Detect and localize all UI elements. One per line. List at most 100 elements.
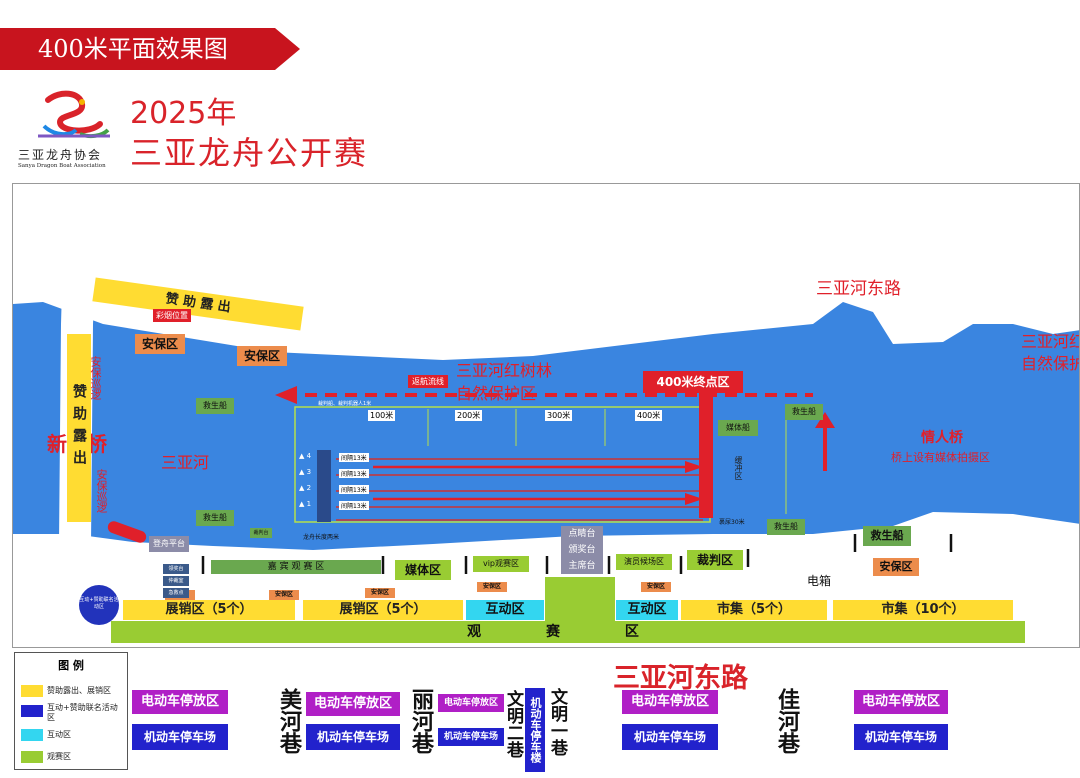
lane-width-2: 间隔13米 <box>339 469 369 478</box>
m-parking-2: 机动车停车场 <box>306 724 400 750</box>
power-box: 电箱 <box>807 574 832 588</box>
mangrove-label-2: 自然保护区 <box>456 384 537 403</box>
stage-item-1: 点睛台 <box>568 529 596 539</box>
road-label-east: 三亚河东路 <box>816 279 901 299</box>
security-zone-3: 安保区 <box>873 558 919 576</box>
bridge-right-note: 桥上设有媒体拍摄区 <box>891 451 990 464</box>
river-label: 三亚河 <box>161 453 210 472</box>
buffer-label: 缓冲区 <box>734 456 743 480</box>
dragon-logo-icon <box>38 90 110 139</box>
map-legend: 图 例 赞助露出、展销区 互动+赞助联名活动区 互动区 观赛区 <box>14 652 128 770</box>
lane-4: ▲ 4 <box>299 452 312 460</box>
lane-lihe: 丽河巷 <box>408 688 433 754</box>
legend-swatch-yellow <box>21 685 43 697</box>
interact-zone-1: 互动区 <box>466 600 544 620</box>
security-mini-3: 安保区 <box>365 588 395 598</box>
boarding-platform: 登舟平台 <box>149 536 189 552</box>
e-parking-4: 电动车停放区 <box>622 690 718 714</box>
map-base <box>13 184 1079 647</box>
security-patrol-2: 安保巡逻 <box>95 469 108 513</box>
market-zone-2: 市集（10个） <box>833 600 1013 620</box>
m-parking-building: 机动车停车楼 <box>525 688 545 772</box>
rescue-boat-2: 救生船 <box>196 510 234 526</box>
vip-area: vip观赛区 <box>473 556 529 572</box>
reviewing-stand: 嘉 宾 观 赛 区 <box>211 560 381 574</box>
lane-wenming-1: 文明一巷 <box>547 688 567 756</box>
sponsor-left: 赞助露出 <box>67 334 91 522</box>
e-parking-5: 电动车停放区 <box>854 690 948 714</box>
legend-swatch-cyan <box>21 729 43 741</box>
media-boat: 媒体船 <box>718 420 758 436</box>
lane-4-number: 4 <box>306 452 312 460</box>
lane-width-1: 间隔13米 <box>339 453 369 462</box>
rescue-boat-5: 救生船 <box>863 526 911 546</box>
m-parking-1: 机动车停车场 <box>132 724 228 750</box>
finish-zone-label: 400米终点区 <box>643 371 743 393</box>
return-line-label: 返航流线 <box>408 375 448 388</box>
lane-lines <box>336 458 703 521</box>
legend-title: 图 例 <box>58 659 84 672</box>
lane-jiahe: 佳河巷 <box>774 688 799 754</box>
lane-width-3: 间隔13米 <box>339 485 369 494</box>
rescue-boat-4: 救生船 <box>767 519 805 535</box>
service-box-2: 仲裁室 <box>163 576 189 586</box>
distance-300: 300米 <box>545 410 573 421</box>
finish-line <box>699 392 713 518</box>
bridge-right-label: 情人桥 <box>921 430 963 446</box>
start-note: 裁判船、裁判机器人1米 <box>318 401 372 407</box>
e-parking-2: 电动车停放区 <box>306 692 400 716</box>
legend-label-4: 观赛区 <box>47 752 71 761</box>
title-event: 三亚龙舟公开赛 <box>130 134 369 172</box>
security-zone-2: 安保区 <box>237 346 287 366</box>
service-box-1: 领奖台 <box>163 564 189 574</box>
lane-2: ▲ 2 <box>299 484 312 492</box>
lane-3: ▲ 3 <box>299 468 312 476</box>
security-mini-5: 安保区 <box>641 582 671 592</box>
bottom-road-label: 三亚河东路 <box>613 663 748 694</box>
mangrove-label-1: 三亚河红树林 <box>456 361 553 380</box>
legend-label-2: 互动+赞助联名活动区 <box>47 703 118 722</box>
lane-1-number: 1 <box>306 500 312 508</box>
watch-zone: 观 赛 区 <box>111 621 1025 643</box>
logo-subtitle: Sanya Dragon Boat Association <box>18 163 106 169</box>
rescue-boat-3: 救生船 <box>785 404 823 420</box>
logo-name: 三亚龙舟协会 <box>18 148 103 162</box>
sales-zone-2: 展销区（5个） <box>303 600 463 620</box>
media-area: 媒体区 <box>395 560 451 580</box>
boat-length-label: 龙舟长度两米 <box>303 534 340 541</box>
lane-3-number: 3 <box>306 468 312 476</box>
security-mini-2: 安保区 <box>269 590 299 600</box>
stage-item-3: 主席台 <box>568 561 596 571</box>
distance-400: 400米 <box>635 410 663 421</box>
page-banner: 400米平面效果图 <box>0 28 300 70</box>
lane-2-number: 2 <box>306 484 312 492</box>
stage: 点睛台 颁奖台 主席台 <box>561 526 603 574</box>
market-zone-1: 市集（5个） <box>681 600 827 620</box>
legend-label-3: 互动区 <box>47 730 71 739</box>
lane-meihe: 美河巷 <box>276 688 301 754</box>
security-zone-1: 安保区 <box>135 334 185 354</box>
lane-wenming-2: 文明二巷 <box>503 690 523 758</box>
performers-area: 演员候场区 <box>616 554 672 570</box>
m-parking-5: 机动车停车场 <box>854 724 948 750</box>
site-map: 三亚河东路 三亚河红 自然保护 三亚河红树林 自然保护区 三亚河 新风桥 情人桥… <box>12 183 1080 648</box>
security-patrol-1: 安保巡逻 <box>89 356 102 400</box>
lane-1: ▲ 1 <box>299 500 312 508</box>
security-mini-4: 安保区 <box>477 582 507 592</box>
m-parking-4: 机动车停车场 <box>622 724 718 750</box>
legend-swatch-green <box>21 751 43 763</box>
sales-zone-1: 展销区（5个） <box>123 600 295 620</box>
stage-item-2: 颁奖台 <box>568 545 596 555</box>
lane-width-4: 间隔13米 <box>339 501 369 510</box>
interact-zone-2: 互动区 <box>616 600 678 620</box>
interact-circle: 互动+赞助联名活动区 <box>79 585 119 625</box>
distance-200: 200米 <box>455 410 483 421</box>
title-year: 2025年 <box>130 96 237 131</box>
distance-100: 100米 <box>368 410 396 421</box>
association-logo: 三亚龙舟协会 Sanya Dragon Boat Association <box>18 90 120 169</box>
service-box-3: 急救点 <box>163 588 189 598</box>
legend-label-1: 赞助露出、展销区 <box>47 686 111 695</box>
legend-swatch-blue <box>21 705 43 717</box>
finish-note: 裹尿30米 <box>719 519 745 526</box>
e-parking-1: 电动车停放区 <box>132 690 228 714</box>
